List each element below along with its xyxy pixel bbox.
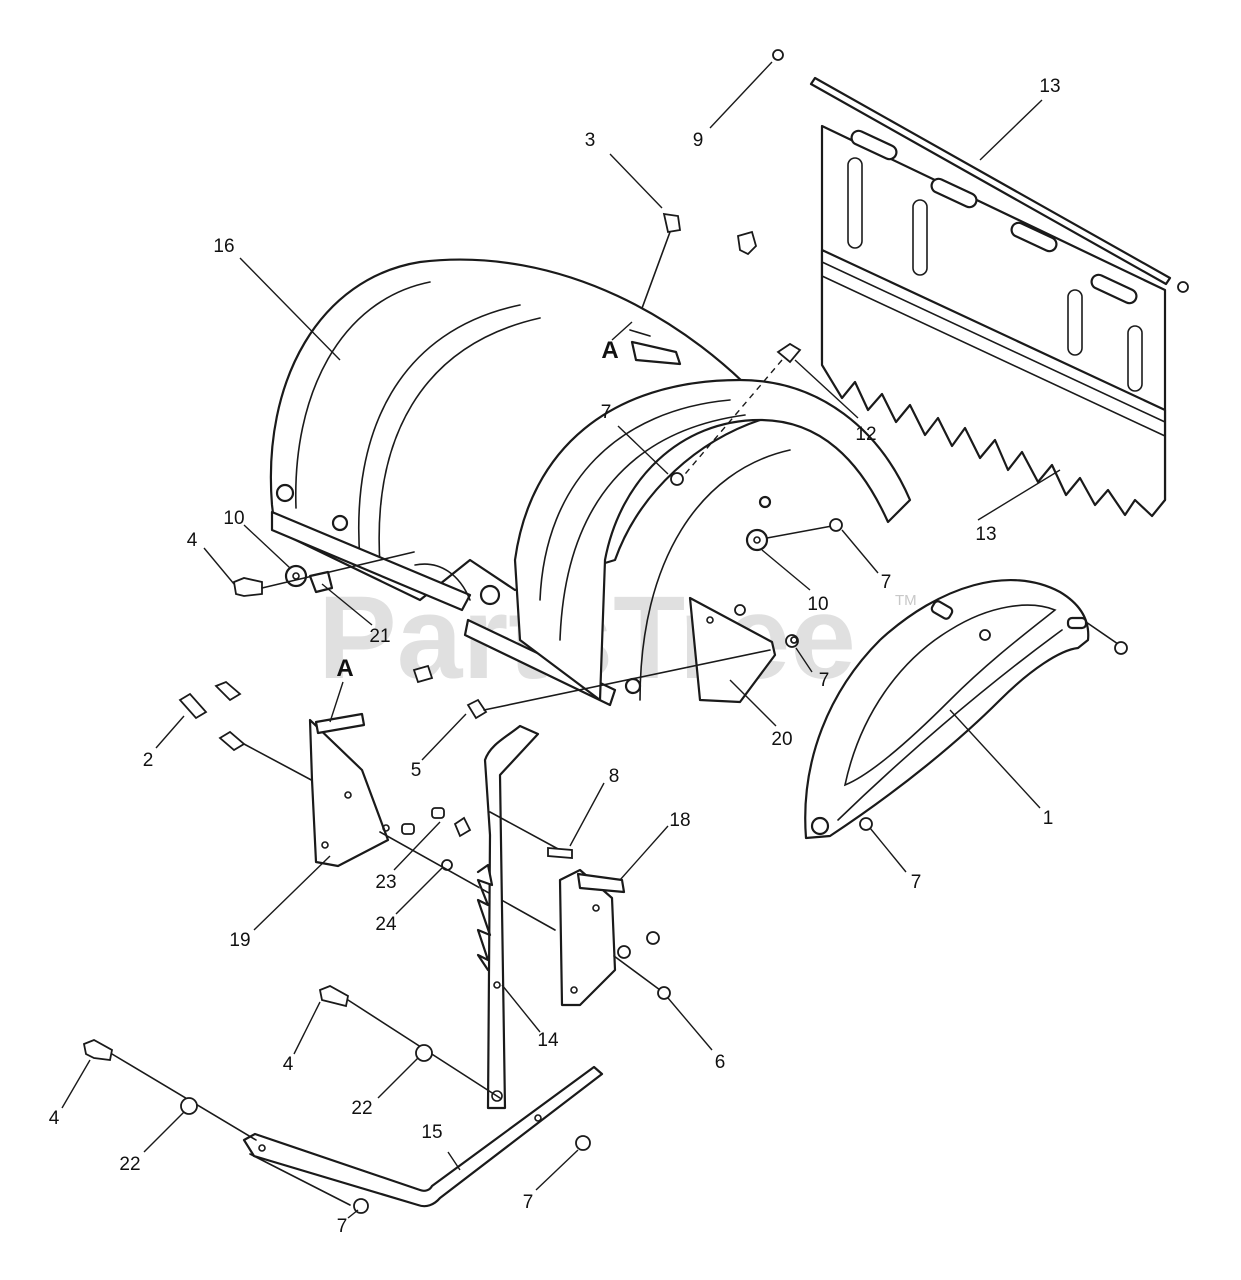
callout-22-lower: 22 (119, 1154, 140, 1175)
callout-21: 21 (369, 626, 390, 647)
reference-label-a-bracket: A (336, 655, 353, 682)
watermark-trademark: TM (895, 592, 917, 609)
callout-labels: 13 9 3 16 12 7 13 10 4 10 7 21 7 A 20 2 … (49, 76, 1061, 1237)
callout-12: 12 (855, 424, 876, 445)
callout-7-right: 7 (881, 572, 892, 593)
part-1-side-shield (804, 579, 1128, 840)
part-16-tine-hood (269, 258, 912, 707)
part-7-nut-hood (670, 472, 684, 486)
part-13-rod (809, 76, 1189, 293)
part-12-pin (679, 342, 802, 481)
callout-10-left: 10 (223, 508, 244, 529)
callout-9: 9 (693, 130, 704, 151)
callout-23: 23 (375, 872, 396, 893)
callout-7-bracket: 7 (819, 670, 830, 691)
part-18-bracket (558, 868, 671, 1007)
part-23-part-24-hardware (379, 807, 556, 931)
part-7-nut-right (829, 518, 843, 532)
callout-4-lower: 4 (49, 1108, 60, 1129)
callout-14: 14 (537, 1030, 559, 1051)
part-4-bolt-lower-right (318, 985, 501, 1099)
callout-19: 19 (229, 930, 250, 951)
callout-7-bar-right: 7 (523, 1192, 534, 1213)
part-2-bolts (178, 680, 331, 791)
callout-4-mid: 4 (283, 1054, 294, 1075)
callout-1: 1 (1043, 808, 1054, 829)
part-4-bolt-lower-left (82, 1039, 257, 1141)
leader-lines (61, 61, 1061, 1219)
part-4-bolt-left (232, 551, 415, 597)
part-20-bracket (688, 596, 799, 704)
callout-15: 15 (421, 1122, 442, 1143)
callout-22-mid: 22 (351, 1098, 372, 1119)
callout-13-rod: 13 (1039, 76, 1060, 97)
callout-10-right: 10 (807, 594, 828, 615)
part-22-washer-left (180, 1097, 198, 1115)
callout-18: 18 (669, 810, 690, 831)
part-8-pin (547, 847, 573, 859)
part-10-washer-right (745, 525, 833, 552)
bolt-unlabelled (412, 664, 434, 684)
callout-8: 8 (609, 766, 620, 787)
part-9-nut (772, 49, 784, 61)
callout-7-bar-left: 7 (337, 1216, 348, 1237)
callout-16: 16 (213, 236, 234, 257)
callout-7-hood: 7 (601, 402, 612, 423)
reference-label-a-hood: A (601, 337, 618, 364)
part-7-nut-bar-right (575, 1135, 591, 1151)
callout-13-plate: 13 (975, 524, 996, 545)
callout-6: 6 (715, 1052, 726, 1073)
callout-5: 5 (411, 760, 422, 781)
part-15-depth-bar (242, 1065, 604, 1208)
part-19-bracket (308, 712, 415, 868)
callout-2: 2 (143, 750, 154, 771)
callout-7-lower: 7 (911, 872, 922, 893)
part-13-shield-plate (820, 124, 1167, 518)
part-14-lever (476, 724, 561, 1110)
part-10-washer-left (284, 564, 308, 588)
callout-20: 20 (771, 729, 792, 750)
part-22-washer-right (415, 1044, 433, 1062)
clip (736, 230, 758, 256)
callout-24: 24 (375, 914, 397, 935)
part-7-nut-bar-left (353, 1198, 369, 1214)
callout-4-left: 4 (187, 530, 198, 551)
callout-3: 3 (585, 130, 596, 151)
part-5-bolt (466, 649, 771, 720)
part-7-nut-lower (859, 817, 873, 831)
